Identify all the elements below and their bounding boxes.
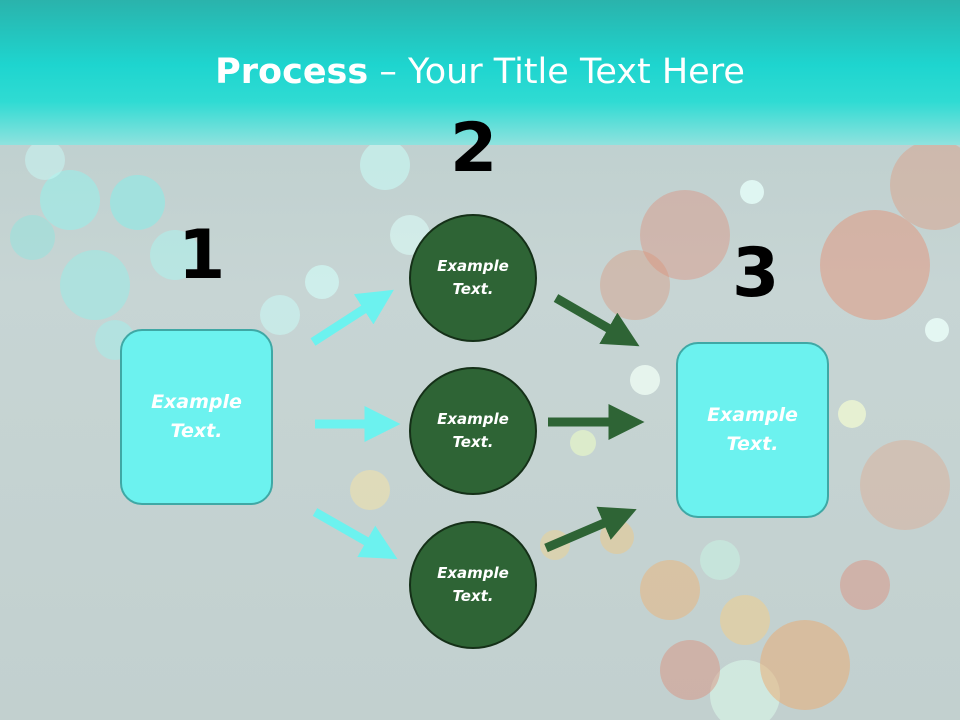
bokeh-light — [10, 215, 55, 260]
bokeh-light — [260, 295, 300, 335]
bokeh-light — [25, 140, 65, 180]
circle-bottom-text: Example Text. — [437, 564, 509, 605]
bokeh-light — [600, 250, 670, 320]
bokeh-light — [838, 400, 866, 428]
bokeh-light — [760, 620, 850, 710]
bokeh-light — [925, 318, 949, 342]
arrow-to-bottom — [312, 508, 398, 560]
bokeh-light — [860, 440, 950, 530]
bokeh-light — [150, 230, 200, 280]
bokeh-light — [660, 640, 720, 700]
bokeh-light — [640, 190, 730, 280]
circle-top-text: Example Text. — [437, 257, 509, 298]
bokeh-light — [740, 180, 764, 204]
bokeh-light — [840, 560, 890, 610]
bokeh-light — [110, 175, 165, 230]
bokeh-light — [360, 140, 410, 190]
process-circle-bottom: Example Text. — [409, 521, 537, 649]
bokeh-light — [570, 430, 596, 456]
bokeh-light — [700, 540, 740, 580]
slide-title-rest: – Your Title Text Here — [368, 52, 745, 92]
arrow-to-top — [310, 289, 394, 346]
circle-middle-text: Example Text. — [437, 410, 509, 451]
arrow-from-bottom — [544, 506, 637, 553]
bokeh-light — [720, 595, 770, 645]
slide-title: Process – Your Title Text Here — [0, 52, 960, 92]
arrow-from-top — [553, 294, 640, 347]
step-number-3: 3 — [732, 234, 780, 313]
bokeh-light — [60, 250, 130, 320]
process-circle-top: Example Text. — [409, 214, 537, 342]
header-band: Process – Your Title Text Here — [0, 0, 960, 145]
input-box: Example Text. — [120, 329, 273, 505]
bokeh-light — [305, 265, 339, 299]
bokeh-light — [630, 365, 660, 395]
output-box-text: Example Text. — [707, 404, 798, 455]
input-box-text: Example Text. — [151, 391, 242, 442]
bokeh-light — [820, 210, 930, 320]
bokeh-light — [640, 560, 700, 620]
step-number-1: 1 — [178, 216, 226, 295]
output-box: Example Text. — [676, 342, 829, 518]
process-circle-middle: Example Text. — [409, 367, 537, 495]
bokeh-light — [40, 170, 100, 230]
bokeh-light — [350, 470, 390, 510]
slide-title-bold: Process — [215, 52, 369, 92]
step-number-2: 2 — [450, 109, 498, 188]
bokeh-light — [890, 140, 960, 230]
